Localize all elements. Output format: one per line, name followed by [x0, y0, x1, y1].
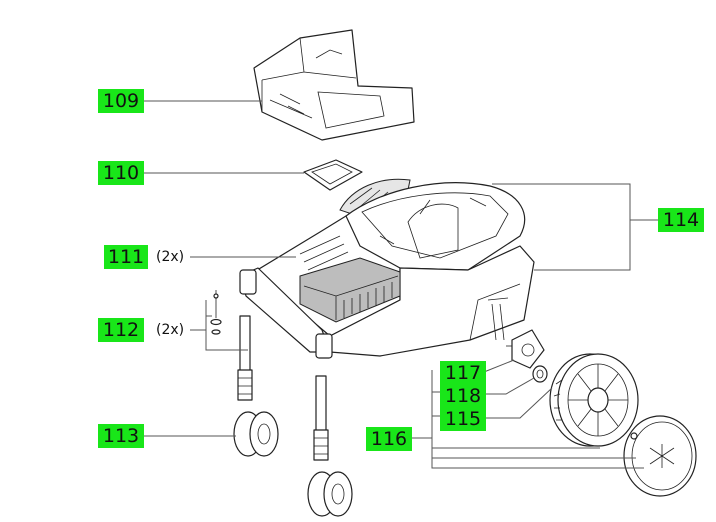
- callout-113: 113: [98, 424, 144, 448]
- part-118-bushing: [532, 365, 548, 383]
- part-112-screw: [210, 290, 222, 335]
- leader-lines: [144, 100, 658, 469]
- part-115-wheel: [549, 353, 639, 447]
- part-117-axle-bracket: [506, 329, 545, 369]
- part-113-caster-right: [307, 375, 353, 517]
- callout-111-qty: (2x): [156, 249, 185, 265]
- callout-117: 117: [440, 361, 486, 385]
- callout-109: 109: [98, 89, 144, 113]
- part-110-frame: [303, 159, 363, 191]
- callout-114: 114: [658, 208, 704, 232]
- callout-110: 110: [98, 161, 144, 185]
- callout-115: 115: [440, 407, 486, 431]
- callout-111: 111: [104, 245, 148, 269]
- callout-116: 116: [366, 427, 412, 451]
- housing-body: [239, 178, 535, 359]
- callout-118: 118: [440, 384, 486, 408]
- callout-112-qty: (2x): [156, 322, 185, 338]
- part-109-tray: [253, 29, 415, 141]
- part-113-caster-left: [233, 315, 279, 457]
- callout-112: 112: [98, 318, 144, 342]
- part-116-hubcap: [623, 415, 697, 497]
